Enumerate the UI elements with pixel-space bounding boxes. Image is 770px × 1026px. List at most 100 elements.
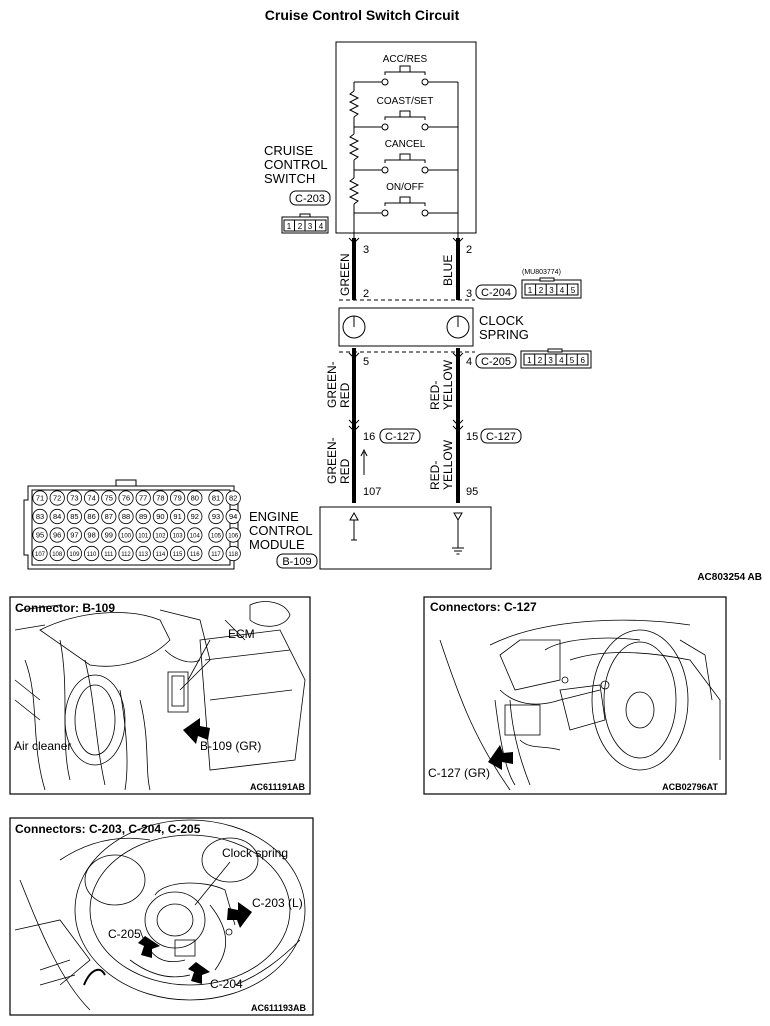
- panel-b109-ecm: ECM: [228, 627, 255, 641]
- ecm-pin-number: 113: [138, 552, 148, 558]
- ecm-label-3: MODULE: [249, 537, 305, 552]
- ecm-pin-circle: [32, 490, 48, 506]
- ecm-pin-number: 92: [191, 512, 199, 521]
- ecm-pin-circle: [49, 545, 65, 562]
- ecm-pin-circle: [208, 527, 224, 543]
- c205-tag-text: C-205: [481, 356, 511, 368]
- ecm-pin-circle: [187, 490, 203, 506]
- wire-color-red-yellow-2b: YELLOW: [441, 439, 455, 490]
- ecm-pin-number: 77: [139, 494, 147, 503]
- ecm-pin-number: 115: [173, 552, 183, 558]
- switch-row-cancel: CANCEL: [354, 139, 458, 174]
- panel-b109-code: AC611191AB: [250, 782, 306, 792]
- ecm-pin-circle: [66, 545, 83, 562]
- ecm-pin-number: 104: [190, 534, 201, 540]
- wire-right: [452, 237, 464, 503]
- ecm-pin-circle: [170, 545, 186, 562]
- ecm-pin-number: 116: [190, 552, 200, 558]
- ecm-pin-number: 71: [36, 494, 44, 503]
- clock-spring-label-2: SPRING: [479, 327, 529, 342]
- ecm-pin-circle: [84, 527, 100, 543]
- ecm-pin-circle: [208, 490, 224, 506]
- ecm-pin-circle: [32, 545, 48, 562]
- switch-row-acc-res: ACC/RES: [354, 54, 458, 86]
- c204-connector-face: (MU803774) 1 2 3 4 5: [521, 269, 582, 299]
- wire-color-green-red-2a: GREEN-: [325, 437, 339, 484]
- current-arrow: [360, 448, 368, 475]
- c205-pin-2: 2: [538, 356, 543, 365]
- svg-text:C-127: C-127: [385, 431, 415, 443]
- switch-label-line-1: CRUISE: [264, 143, 313, 158]
- pin-c204-left: 2: [363, 288, 369, 300]
- c205-pin-1: 1: [527, 356, 532, 365]
- clock-spring-label-1: CLOCK: [479, 313, 524, 328]
- ecm-pin-circle: [170, 508, 186, 525]
- pin-sw-left: 3: [363, 244, 369, 256]
- ecm-pin-number: 89: [139, 512, 147, 521]
- panel-c127: Connectors: C-127 C-127 (GR) ACB02796AT: [423, 596, 727, 795]
- wire-color-green: GREEN: [338, 253, 352, 296]
- wire-color-red-yellow-1b: YELLOW: [441, 359, 455, 410]
- ecm-pin-circle: [101, 527, 117, 543]
- c127-tag-left: C-127: [379, 428, 421, 444]
- ecm-pin-number: 107: [35, 552, 46, 558]
- wire-color-green-red-1b: RED: [338, 382, 352, 408]
- ecm-pin-number: 75: [105, 494, 113, 503]
- c205-pin-4: 4: [559, 356, 564, 365]
- c203-connector-face: 1 2 3 4: [281, 213, 329, 234]
- ecm-pin-number: 101: [138, 534, 149, 540]
- c205-connector-tag: C-205: [475, 353, 517, 369]
- panel-c127-title: Connectors: C-127: [430, 600, 537, 614]
- coast-set-label: COAST/SET: [377, 96, 434, 107]
- ecm-pin-number: 99: [105, 531, 113, 540]
- page-title: Cruise Control Switch Circuit: [265, 7, 460, 23]
- ecm-pin-number: 83: [36, 512, 44, 521]
- b109-connector-tag: B-109: [276, 553, 318, 569]
- c203-tag-text: C-203: [295, 193, 325, 205]
- ecm-pin-number: 96: [53, 531, 61, 540]
- wire-color-blue: BLUE: [441, 255, 455, 286]
- ecm-pin-number: 111: [104, 552, 114, 558]
- switch-label-line-2: CONTROL: [264, 157, 328, 172]
- panel-c203-c204: C-204: [210, 977, 243, 991]
- ecm-pin-circle: [118, 490, 134, 506]
- ecm-pin-circle: [187, 545, 203, 562]
- ecm-pin-number: 103: [173, 534, 184, 540]
- ecm-pin-circle: [135, 490, 151, 506]
- c205-pin-3: 3: [548, 356, 553, 365]
- panel-c203-c203: C-203 (L): [252, 896, 303, 910]
- ecm-pin-number: 87: [105, 512, 113, 521]
- pin-c127-right: 15: [466, 431, 478, 443]
- c203-pin-4: 4: [319, 222, 324, 231]
- panel-c203-c204-c205: Connectors: C-203, C-204, C-205 Clock sp…: [9, 817, 314, 1016]
- wire-color-green-red-2b: RED: [338, 458, 352, 484]
- ecm-pin-number: 88: [122, 512, 130, 521]
- ecm-pin-number: 76: [122, 494, 130, 503]
- ecm-pin-number: 118: [228, 552, 238, 558]
- c203-pin-1: 1: [287, 222, 292, 231]
- panel-b109-air-cleaner: Air cleaner: [14, 739, 71, 753]
- cruise-control-switch: ACC/RES COAST/SET CANCEL O: [335, 41, 477, 238]
- ecm-pin-number: 106: [228, 534, 239, 540]
- pin-c205-right: 4: [466, 356, 472, 368]
- panel-c127-connector: C-127 (GR): [428, 766, 490, 780]
- c127-tag-right: C-127: [480, 428, 522, 444]
- ecm-pin-circle: [170, 527, 186, 543]
- c203-pin-3: 3: [308, 222, 313, 231]
- ecm-pin-number: 112: [121, 552, 131, 558]
- c203-pin-2: 2: [298, 222, 303, 231]
- c204-pin-3: 3: [549, 286, 554, 295]
- panel-c127-code: ACB02796AT: [662, 782, 718, 792]
- panel-c203-c205: C-205: [108, 927, 141, 941]
- ecm-label-1: ENGINE: [249, 509, 299, 524]
- wire-color-red-yellow-2a: RED-: [428, 461, 442, 490]
- ecm-pin-circle: [32, 527, 48, 543]
- panel-b109-title: Connector: B-109: [15, 601, 115, 615]
- ecm-pin-circle: [66, 508, 83, 525]
- ecm-pin-circle: [225, 527, 241, 543]
- ecm-pin-circle: [208, 508, 224, 525]
- diagram-code: AC803254 AB: [697, 572, 762, 583]
- c205-connector-face: 1 2 3 4 5 6: [520, 348, 592, 369]
- ecm-pin-circle: [84, 508, 100, 525]
